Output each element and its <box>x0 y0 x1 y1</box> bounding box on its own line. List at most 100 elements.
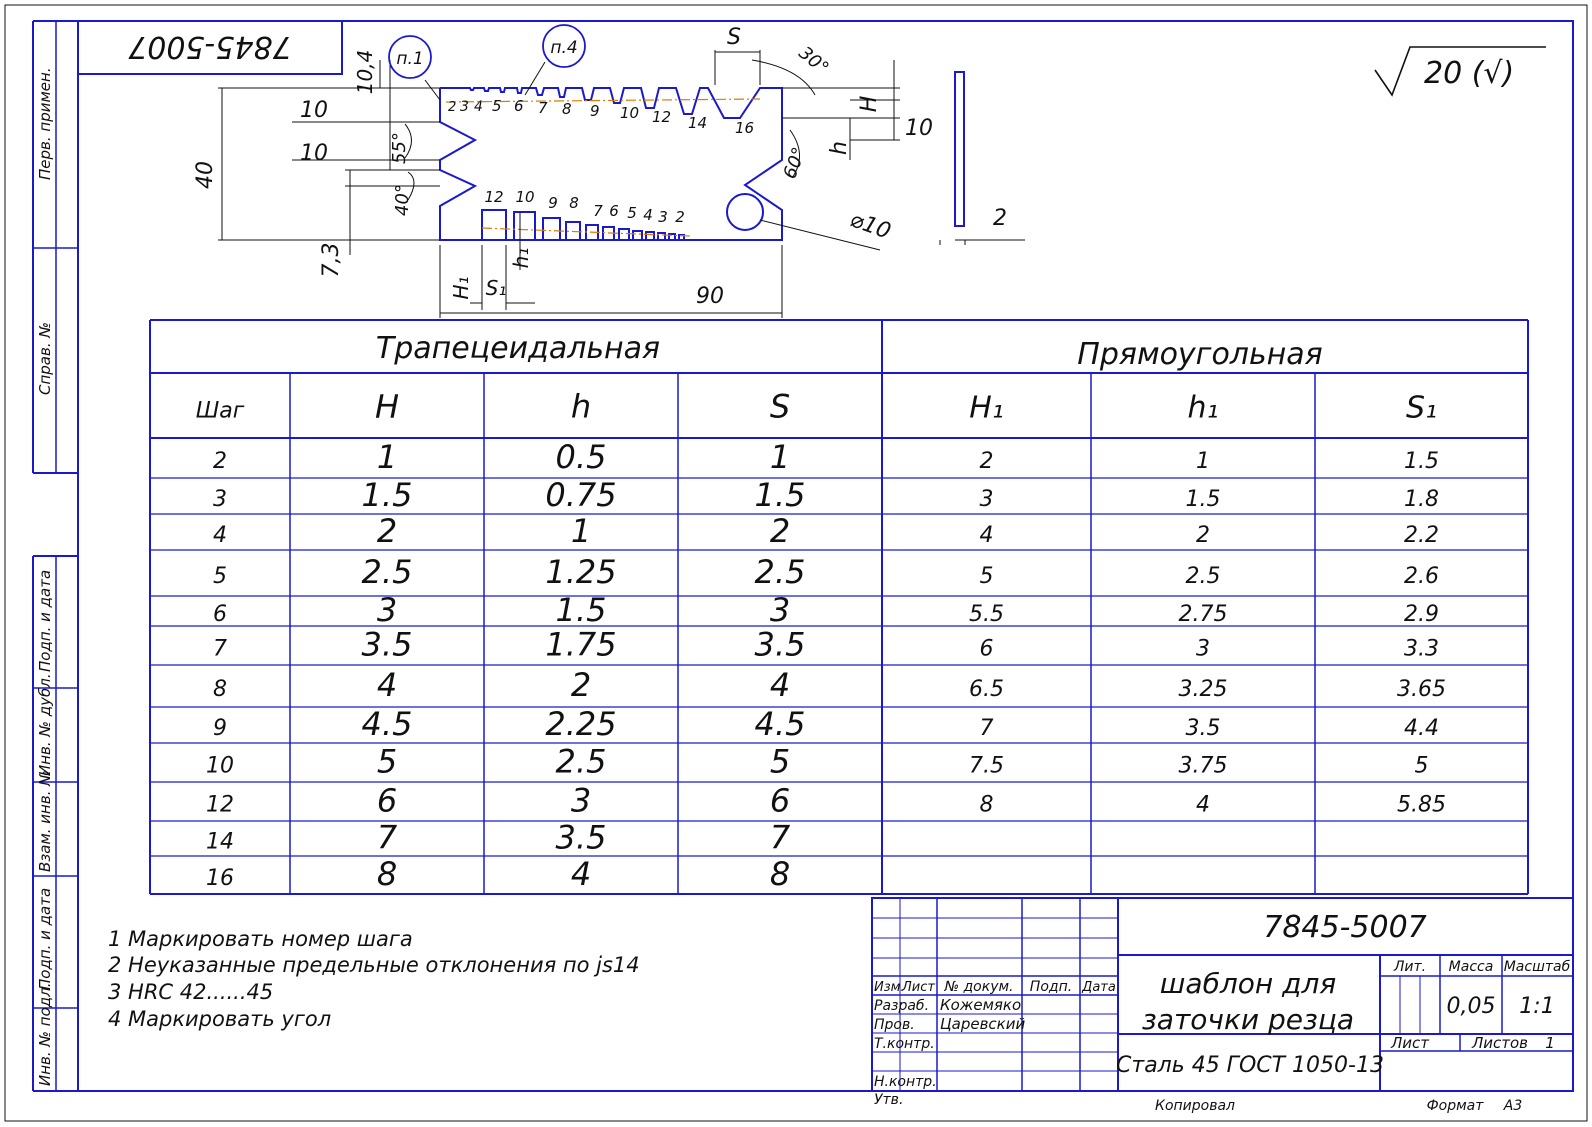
table-cell: 5.5 <box>969 602 1004 627</box>
table-cell: 1.5 <box>1186 487 1221 512</box>
angle-60: 60° <box>780 145 811 182</box>
dim-h1: h₁ <box>509 248 533 269</box>
table-cell: 16 <box>206 866 234 891</box>
massa-label: Масса <box>1449 959 1494 975</box>
kopiroval-label: Копировал <box>1155 1098 1235 1114</box>
table-cell: 8 <box>377 855 397 893</box>
strip-label-inv-dubl: Инв. № дубл. <box>36 673 54 776</box>
strip-label-sprav: Справ. № <box>36 322 54 395</box>
table-cell: 7 <box>213 637 227 662</box>
tooth-num: 8 <box>569 194 579 212</box>
tooth-num: 10 <box>620 104 639 122</box>
tooth-num: 9 <box>590 102 600 120</box>
tooth-num: 10 <box>515 188 534 206</box>
tooth-num: 3 <box>658 208 668 226</box>
tooth-num: 5 <box>492 97 502 115</box>
table-cell: 6 <box>377 782 397 820</box>
column-header: h <box>571 388 591 426</box>
group-header-rectangular: Прямоугольная <box>1077 337 1322 372</box>
table-cell: 3.5 <box>362 626 413 664</box>
razrab-label: Разраб. <box>874 998 929 1014</box>
strip-label-inv-podl: Инв. № подл. <box>36 983 54 1086</box>
table-cell: 3.5 <box>556 819 607 857</box>
title-line-2: заточки резца <box>1142 1003 1354 1036</box>
table-cell: 6 <box>213 602 227 627</box>
table-cell: 2 <box>377 512 397 550</box>
dim-10-4: 10,4 <box>353 50 377 95</box>
table-cell: 2.5 <box>556 743 607 781</box>
tooth-num: 9 <box>548 194 558 212</box>
bottom-tooth-numbers: 12 10 9 8 7 6 5 4 3 2 <box>484 188 684 226</box>
table-cell: 6.5 <box>969 677 1004 702</box>
column-header: h₁ <box>1187 391 1218 426</box>
dim-10-b: 10 <box>300 141 328 166</box>
table-cell: 5 <box>377 743 397 781</box>
dim-7-3: 7,3 <box>319 243 344 278</box>
table-cell: 3 <box>213 487 227 512</box>
column-header: H <box>375 388 399 426</box>
table-cell: 3 <box>571 782 591 820</box>
tooth-num: 2 <box>675 208 685 226</box>
group-header-trapezoidal: Трапецеидальная <box>376 331 660 366</box>
table-cell: 2 <box>1196 523 1210 548</box>
table-cell: 3.25 <box>1179 677 1228 702</box>
table-cell: 3 <box>770 591 790 629</box>
prov-name: Царевский <box>940 1015 1025 1033</box>
table-cell: 3.5 <box>755 626 806 664</box>
note-4: 4 Маркировать угол <box>108 1007 331 1031</box>
table-cell: 4.5 <box>362 705 413 743</box>
table-cell: 5 <box>770 743 790 781</box>
table-cell: 2 <box>980 449 994 474</box>
table-cell: 8 <box>213 677 227 702</box>
table-cell: 4 <box>213 523 227 548</box>
dim-S1: S₁ <box>486 276 507 300</box>
col-podp: Подп. <box>1030 979 1072 995</box>
tooth-num: 8 <box>562 100 572 118</box>
table-cell: 4 <box>980 523 994 548</box>
table-cell: 7 <box>377 819 398 857</box>
table-cell: 3.65 <box>1397 677 1446 702</box>
tooth-num: 12 <box>484 188 503 206</box>
table-cell: 4 <box>377 666 397 704</box>
col-ndokum: № докум. <box>943 979 1013 995</box>
title-line-1: шаблон для <box>1160 967 1336 1000</box>
roughness-mark: 20 (√) <box>1374 46 1546 97</box>
tkontr-label: Т.контр. <box>874 1036 935 1052</box>
razrab-name: Кожемяко <box>940 996 1021 1014</box>
sheets-label: Листов <box>1471 1034 1528 1052</box>
tooth-num: 3 <box>460 99 469 115</box>
tooth-num: 7 <box>593 202 603 220</box>
table-cell: 3 <box>1196 637 1210 662</box>
table-cell: 5 <box>213 564 227 589</box>
column-header: Шаг <box>196 399 245 424</box>
table-cell: 5.85 <box>1397 793 1446 818</box>
table-cell: 1 <box>1196 449 1210 474</box>
strip-label-podp-data-2: Подп. и дата <box>36 888 54 990</box>
table-cell: 10 <box>206 754 234 779</box>
table-cell: 3.75 <box>1179 754 1228 779</box>
note-3: 3 HRC 42......45 <box>108 980 273 1004</box>
table-cell: 2 <box>213 449 227 474</box>
table-cell: 2.5 <box>362 553 413 591</box>
top-tooth-numbers: 2 3 4 5 6 7 8 9 10 12 14 16 <box>448 97 754 137</box>
sheet-label: Лист <box>1390 1034 1430 1052</box>
sheets-value: 1 <box>1545 1034 1555 1052</box>
table-cell: 2.5 <box>1186 564 1221 589</box>
table-cell: 1.8 <box>1404 487 1439 512</box>
table-cell: 1.75 <box>545 626 616 664</box>
dim-h: h <box>827 141 852 155</box>
doc-code: 7845-5007 <box>1263 910 1427 945</box>
table-cell: 3.3 <box>1404 637 1439 662</box>
table-cell: 6 <box>980 637 994 662</box>
table-cell: 4.4 <box>1404 716 1439 741</box>
side-strip: Перв. примен. Справ. № Подп. и дата Инв.… <box>32 20 78 1092</box>
dim-2: 2 <box>993 206 1007 231</box>
table-cell: 5 <box>1415 754 1429 779</box>
table-cell: 0.5 <box>556 438 607 476</box>
table-cell: 1.5 <box>362 476 413 514</box>
title-block: 7845-5007 шаблон для заточки резца Сталь… <box>871 897 1574 1108</box>
table-cell: 2 <box>770 512 790 550</box>
col-izm: Изм. <box>874 980 905 995</box>
column-header: S₁ <box>1406 391 1437 426</box>
